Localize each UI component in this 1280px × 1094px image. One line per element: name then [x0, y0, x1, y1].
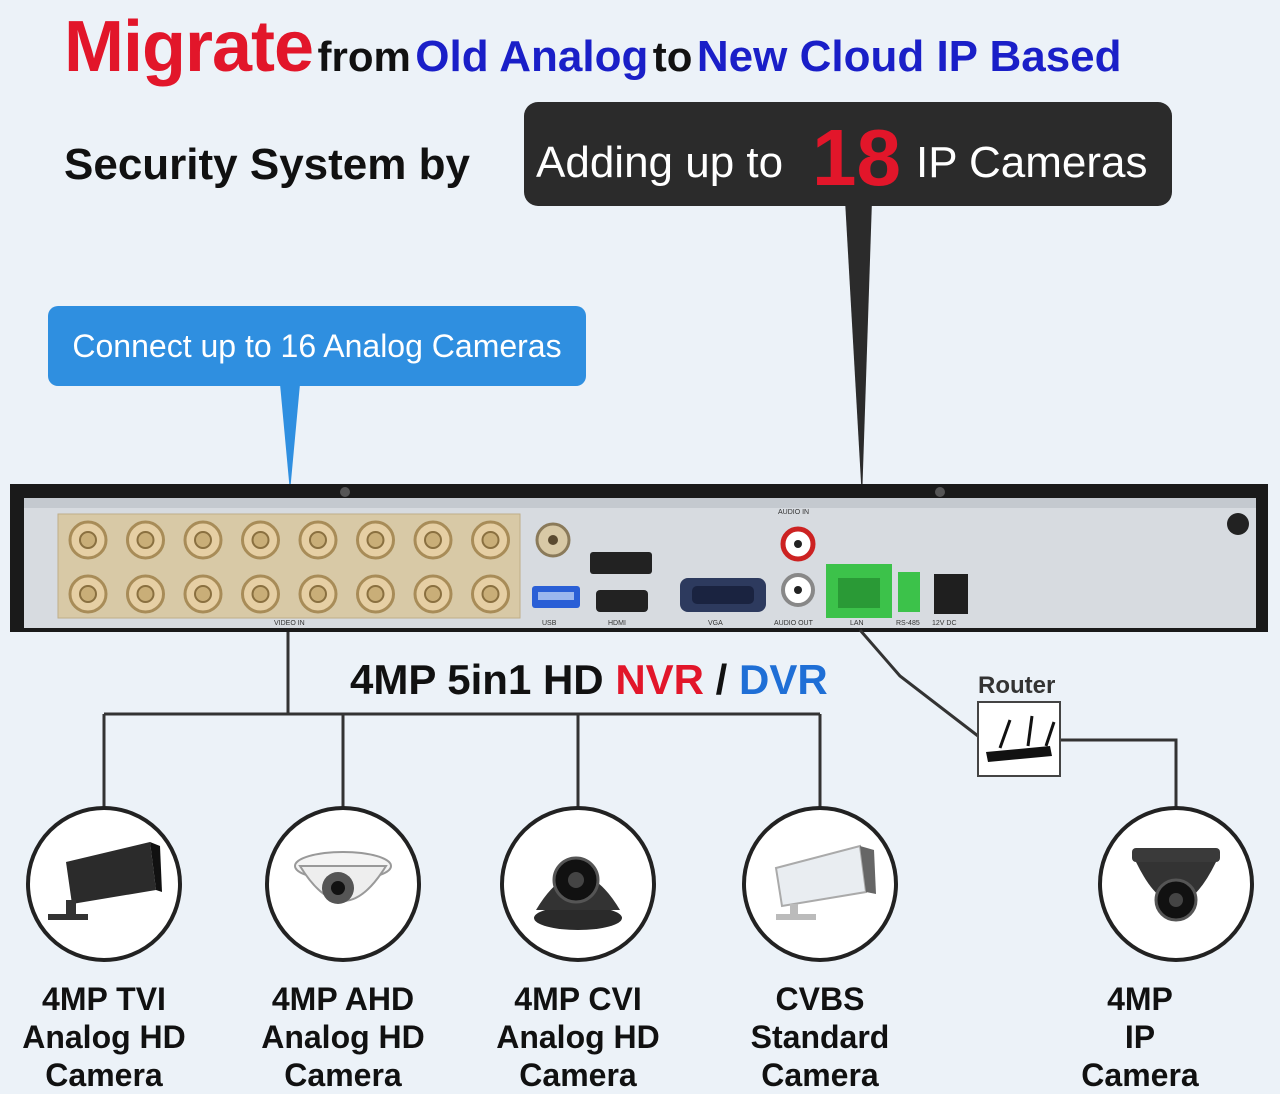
cvbs-camera-drawing	[774, 844, 876, 920]
lan-label: LAN	[850, 620, 864, 627]
camera-label-line: Camera	[1081, 1057, 1199, 1093]
bnc-connector-pin	[366, 531, 385, 549]
camera-label-line: Analog HD	[22, 1019, 186, 1055]
camera-label-ip: 4MP IP Camera	[1040, 980, 1240, 1094]
audio-in-label: AUDIO IN	[778, 509, 809, 516]
device-nvr: NVR	[615, 656, 704, 703]
bnc-connector-pin	[309, 585, 327, 603]
ip-callout-suffix: IP Cameras	[916, 138, 1148, 187]
device-dvr: DVR	[739, 656, 828, 703]
rs485-terminal	[898, 572, 920, 612]
camera-label-line: 4MP	[1107, 981, 1173, 1017]
camera-label-line: 4MP TVI	[42, 981, 166, 1017]
nvr-ports	[532, 522, 968, 618]
camera-label-line: 4MP AHD	[271, 981, 415, 1017]
audio-out-label: AUDIO OUT	[774, 620, 814, 627]
camera-label-line: Camera	[284, 1057, 402, 1093]
bnc-connector-pin	[251, 531, 270, 549]
camera-label-line: Camera	[761, 1057, 879, 1093]
headline-to: to	[652, 33, 693, 80]
router-icon	[977, 701, 1061, 777]
analog-callout-pointer	[280, 384, 300, 492]
subheadline: Security System by	[64, 140, 470, 189]
camera-label-line: IP	[1124, 1019, 1156, 1055]
camera-label-cvi: 4MP CVI Analog HD Camera	[458, 980, 698, 1094]
power-jack	[934, 574, 968, 614]
headline-migrate: Migrate	[64, 7, 314, 87]
device-slash: /	[715, 656, 728, 703]
usb-label: USB	[542, 620, 557, 627]
camera-label-line: CVBS	[775, 981, 865, 1017]
ip-callout-pointer	[845, 200, 872, 500]
bnc-connector-pin	[251, 585, 270, 603]
bnc-connector-pin	[79, 585, 97, 603]
camera-label-cvbs: CVBS Standard Camera	[700, 980, 940, 1094]
tvi-camera-drawing	[48, 842, 162, 920]
headline: Migrate from Old Analog to New Cloud IP …	[64, 6, 1264, 96]
headline-new-cloud: New Cloud IP Based	[696, 32, 1122, 81]
device-model: 4MP 5in1 HD	[350, 656, 604, 703]
hdmi-logo	[590, 552, 652, 574]
bnc-connector-pin	[481, 585, 500, 603]
bnc-connector-pin	[309, 531, 327, 549]
camera-label-line: 4MP CVI	[514, 981, 642, 1017]
ip-cameras-callout: Adding up to 18 IP Cameras	[524, 102, 1172, 206]
ip-camera-drawing	[1132, 848, 1220, 922]
connection-lines	[102, 629, 1178, 808]
camera-label-line: Camera	[45, 1057, 163, 1093]
device-label: 4MP 5in1 HD NVR / DVR	[350, 656, 828, 704]
bnc-connector-pin	[194, 585, 212, 603]
bnc-connector-pin	[366, 585, 385, 603]
camera-label-line: Standard	[750, 1019, 890, 1055]
camera-label-line: Analog HD	[261, 1019, 425, 1055]
bnc-connector-pin	[481, 531, 500, 549]
router-label: Router	[978, 672, 1056, 699]
bnc-connector-pin	[79, 531, 97, 549]
camera-label-tvi: 4MP TVI Analog HD Camera	[0, 980, 224, 1094]
camera-label-line: Camera	[519, 1057, 637, 1093]
ip-callout-prefix: Adding up to	[536, 138, 784, 187]
video-in-label: VIDEO IN	[274, 620, 305, 627]
rs485-label: RS-485	[896, 620, 920, 627]
bnc-panel	[57, 513, 521, 619]
bnc-connector-pin	[424, 585, 442, 603]
cvi-camera-drawing	[534, 856, 622, 930]
ahd-camera-drawing	[294, 851, 392, 904]
bnc-connector-pin	[194, 531, 212, 549]
camera-label-line: Analog HD	[496, 1019, 660, 1055]
analog-cameras-callout: Connect up to 16 Analog Cameras	[48, 306, 586, 386]
ip-callout-number: 18	[812, 113, 901, 202]
bnc-connector-pin	[136, 531, 155, 549]
camera-circles	[26, 806, 1254, 962]
power-label: 12V DC	[932, 620, 957, 627]
bnc-connectors	[68, 520, 510, 614]
bnc-connector-pin	[424, 531, 442, 549]
vga-label: VGA	[708, 620, 723, 627]
hdmi-port	[596, 590, 648, 612]
bnc-connector-pin	[136, 585, 155, 603]
headline-from: from	[317, 33, 411, 80]
headline-old-analog: Old Analog	[415, 32, 649, 81]
hdmi-label: HDMI	[608, 620, 626, 627]
camera-label-ahd: 4MP AHD Analog HD Camera	[223, 980, 463, 1094]
